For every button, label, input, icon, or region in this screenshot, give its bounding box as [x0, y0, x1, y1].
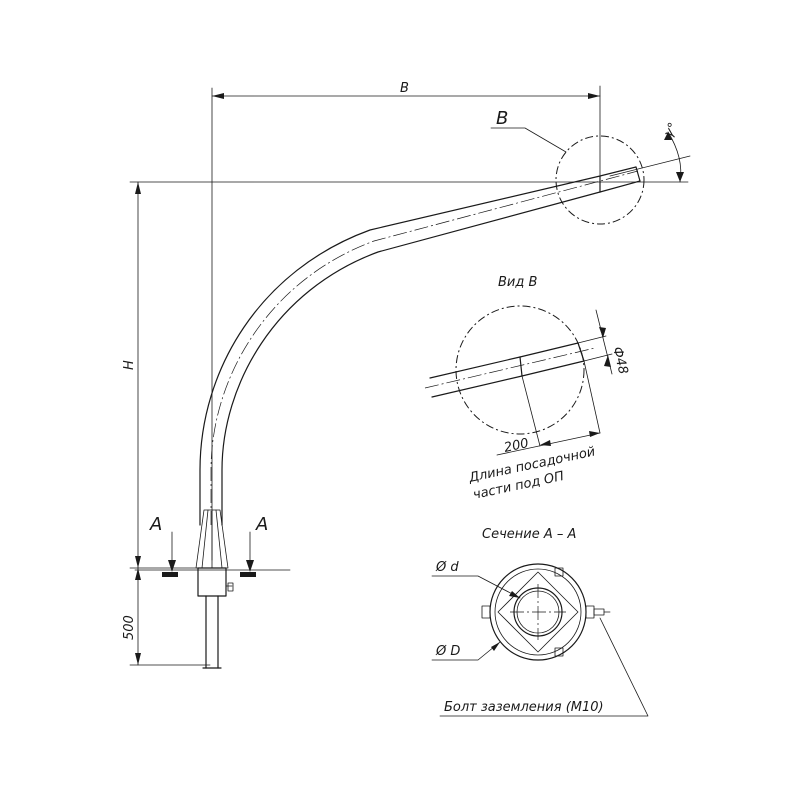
width-label: B [400, 81, 409, 96]
bracket-main-view: B γ° B H [122, 81, 691, 669]
section-marker-a-left: A [149, 514, 178, 577]
height-label: H [122, 360, 137, 370]
section-outer-circle-inner-edge [494, 568, 582, 656]
section-a-right-label: A [255, 514, 268, 535]
detail-b-circle [555, 135, 645, 225]
bolt-note-label: Болт заземления (М10) [444, 700, 604, 715]
height-dimension: H [122, 181, 141, 569]
base-collar [197, 567, 227, 597]
depth-dimension: 500 [122, 567, 211, 666]
detail-view-b: Вид В Ф48 200 Длина посадочной части под… [424, 275, 630, 503]
bracket-centerline [210, 170, 639, 525]
outer-diameter-label: Ø D [435, 644, 460, 659]
bracket-tube-inner [221, 191, 601, 526]
bolt-note-leader [439, 617, 649, 717]
detail-view-circle [455, 305, 585, 435]
inner-diameter-leader [431, 575, 521, 599]
base-flange [134, 509, 291, 669]
detail-view-title: Вид В [498, 275, 537, 290]
bracket-tube-outer [199, 175, 601, 526]
section-gussets [497, 571, 579, 653]
section-a-left-label: A [149, 514, 162, 535]
inner-diameter-label: Ø d [435, 560, 459, 575]
detail-length-label: 200 [503, 436, 530, 456]
grounding-bolt [593, 608, 605, 616]
depth-label: 500 [122, 615, 137, 640]
angle-label: γ° [661, 120, 681, 140]
detail-b-leader [490, 127, 567, 153]
section-marker-a-right: A [240, 514, 268, 577]
angle-dimension: γ° [609, 120, 691, 183]
section-view-a-a: Сечение А – А Ø d Ø D Болт заземления (М… [431, 527, 649, 717]
detail-diameter-label: Ф48 [609, 345, 630, 376]
section-view-title: Сечение А – А [482, 527, 576, 542]
width-dimension: B [211, 81, 601, 176]
detail-b-label: B [496, 108, 508, 129]
